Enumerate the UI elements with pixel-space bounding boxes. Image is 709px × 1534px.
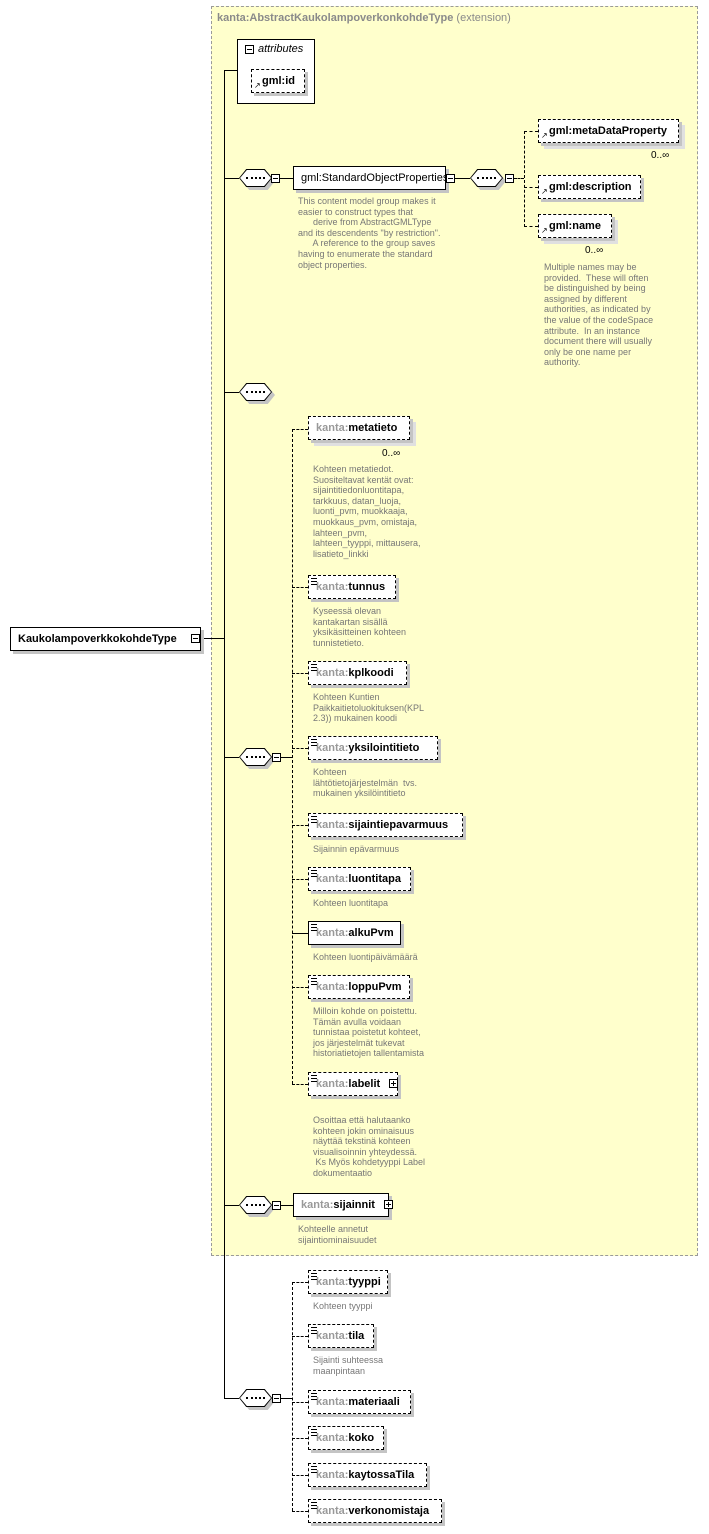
element-sijainnit[interactable]: kanta:sijainnit bbox=[293, 1193, 389, 1217]
element-verkonomistaja[interactable]: kanta:verkonomistaja bbox=[308, 1499, 442, 1523]
root-collapse-toggle[interactable] bbox=[191, 634, 200, 643]
tyyppi-documentation: Kohteen tyyppi bbox=[313, 1301, 373, 1311]
root-spine bbox=[224, 70, 225, 1399]
element-yksilointitieto[interactable]: kanta:yksilointitieto bbox=[308, 736, 438, 760]
element-gml-name[interactable]: ↗ gml:name bbox=[538, 214, 612, 238]
root-connector bbox=[201, 638, 225, 639]
element-labelit[interactable]: kanta:labelit bbox=[308, 1072, 398, 1096]
name-documentation: Multiple names may be provided. These wi… bbox=[544, 262, 654, 368]
tila-documentation: Sijainti suhteessa maanpintaan bbox=[313, 1355, 384, 1376]
attributes-title: attributes bbox=[258, 43, 304, 55]
element-materiaali[interactable]: kanta:materiaali bbox=[308, 1390, 411, 1414]
sijainnit-documentation: Kohteelle annetut sijaintiominaisuudet bbox=[298, 1224, 377, 1245]
documentation-icon bbox=[311, 1075, 317, 1082]
seq1-connector bbox=[224, 178, 239, 179]
kplkoodi-documentation: Kohteen Kuntien Paikkaitietoluokituksen(… bbox=[313, 692, 425, 724]
element-loppupvm[interactable]: kanta:loppuPvm bbox=[308, 975, 410, 999]
sequence-dots-icon bbox=[246, 1397, 265, 1399]
element-gml-description[interactable]: ↗ gml:description bbox=[538, 175, 641, 199]
group-documentation: This content model group makes it easier… bbox=[298, 196, 441, 270]
metatieto-documentation: Kohteen metatiedot. Suositeltavat kentät… bbox=[313, 464, 421, 559]
occurrence-name: 0..∞ bbox=[585, 245, 604, 256]
documentation-icon bbox=[311, 578, 317, 585]
sijaintiepavarmuus-documentation: Sijainnin epävarmuus bbox=[313, 844, 400, 854]
sequence-compositor-4[interactable] bbox=[239, 748, 275, 769]
documentation-icon bbox=[311, 816, 317, 823]
seq6-collapse-toggle[interactable] bbox=[272, 1394, 281, 1403]
documentation-icon bbox=[311, 1429, 317, 1436]
element-alkupvm[interactable]: kanta:alkuPvm bbox=[308, 921, 401, 945]
root-element[interactable]: KaukolampoverkkokohdeType bbox=[10, 627, 201, 651]
group-collapse-toggle[interactable] bbox=[446, 174, 455, 183]
sequence-dots-icon bbox=[246, 756, 265, 758]
sequence-dots-icon bbox=[246, 1204, 265, 1206]
attributes-collapse-toggle[interactable] bbox=[245, 45, 254, 54]
documentation-icon bbox=[311, 1273, 317, 1280]
sequence-compositor-5[interactable] bbox=[239, 1196, 275, 1217]
sequence-compositor-1[interactable] bbox=[239, 169, 275, 190]
sequence-compositor-3[interactable] bbox=[239, 383, 275, 404]
element-tyyppi[interactable]: kanta:tyyppi bbox=[308, 1270, 388, 1294]
documentation-icon bbox=[311, 739, 317, 746]
seq2-collapse-toggle[interactable] bbox=[505, 174, 514, 183]
element-metatieto[interactable]: kanta:metatieto bbox=[308, 416, 410, 440]
documentation-icon bbox=[311, 1393, 317, 1400]
sequence-dots-icon bbox=[246, 177, 265, 179]
element-tunnus[interactable]: kanta:tunnus bbox=[308, 575, 396, 599]
group-standard-object-properties[interactable]: gml:StandardObjectProperties bbox=[293, 166, 448, 190]
sequence-dots-icon bbox=[246, 391, 265, 393]
element-tila[interactable]: kanta:tila bbox=[308, 1324, 374, 1348]
element-kplkoodi[interactable]: kanta:kplkoodi bbox=[308, 661, 407, 685]
seq1-collapse-toggle[interactable] bbox=[271, 174, 280, 183]
loppupvm-documentation: Milloin kohde on poistettu. Tämän avulla… bbox=[313, 1006, 425, 1059]
element-sijaintiepavarmuus[interactable]: kanta:sijaintiepavarmuus bbox=[308, 813, 463, 837]
labelit-expand-toggle[interactable] bbox=[389, 1079, 398, 1088]
element-gml-metadataproperty[interactable]: ↗ gml:metaDataProperty bbox=[538, 119, 679, 143]
sequence-dots-icon bbox=[477, 177, 496, 179]
occurrence-metatieto: 0..∞ bbox=[382, 448, 401, 459]
extension-title: kanta:AbstractKaukolampoverkonkohdeType … bbox=[217, 12, 511, 24]
documentation-icon bbox=[311, 1466, 317, 1473]
documentation-icon bbox=[311, 924, 317, 931]
element-luontitapa[interactable]: kanta:luontitapa bbox=[308, 867, 411, 891]
seq6-spine bbox=[292, 1282, 293, 1511]
alkupvm-documentation: Kohteen luontipäivämäärä bbox=[313, 952, 418, 962]
labelit-documentation: Osoittaa että halutaanko kohteen jokin o… bbox=[313, 1115, 426, 1178]
luontitapa-documentation: Kohteen luontitapa bbox=[313, 898, 389, 908]
seq4-collapse-toggle[interactable] bbox=[272, 753, 281, 762]
attr-connector bbox=[224, 70, 237, 71]
element-kaytossatila[interactable]: kanta:kaytossaTila bbox=[308, 1463, 427, 1487]
seq1-out bbox=[280, 178, 293, 179]
seq2-out bbox=[514, 178, 524, 179]
reference-icon: ↗ bbox=[254, 81, 261, 90]
seq2-spine bbox=[524, 131, 525, 227]
sequence-compositor-2[interactable] bbox=[470, 169, 506, 190]
sijainnit-expand-toggle[interactable] bbox=[384, 1200, 393, 1209]
root-element-label: KaukolampoverkkokohdeType bbox=[18, 633, 177, 645]
documentation-icon bbox=[311, 870, 317, 877]
element-koko[interactable]: kanta:koko bbox=[308, 1426, 384, 1450]
seq5-collapse-toggle[interactable] bbox=[272, 1201, 281, 1210]
sequence-compositor-6[interactable] bbox=[239, 1389, 275, 1410]
documentation-icon bbox=[311, 978, 317, 985]
attribute-gml-id[interactable]: ↗ gml:id bbox=[251, 69, 305, 93]
group-out bbox=[455, 178, 470, 179]
seq4-spine bbox=[292, 429, 293, 1084]
tunnus-documentation: Kyseessä olevan kantakartan sisällä yksi… bbox=[313, 606, 407, 648]
yksilointitieto-documentation: Kohteen lähtötietojärjestelmän tvs. muka… bbox=[313, 767, 418, 799]
documentation-icon bbox=[311, 1327, 317, 1334]
documentation-icon bbox=[311, 664, 317, 671]
occurrence-metadataproperty: 0..∞ bbox=[651, 150, 670, 161]
documentation-icon bbox=[311, 1502, 317, 1509]
